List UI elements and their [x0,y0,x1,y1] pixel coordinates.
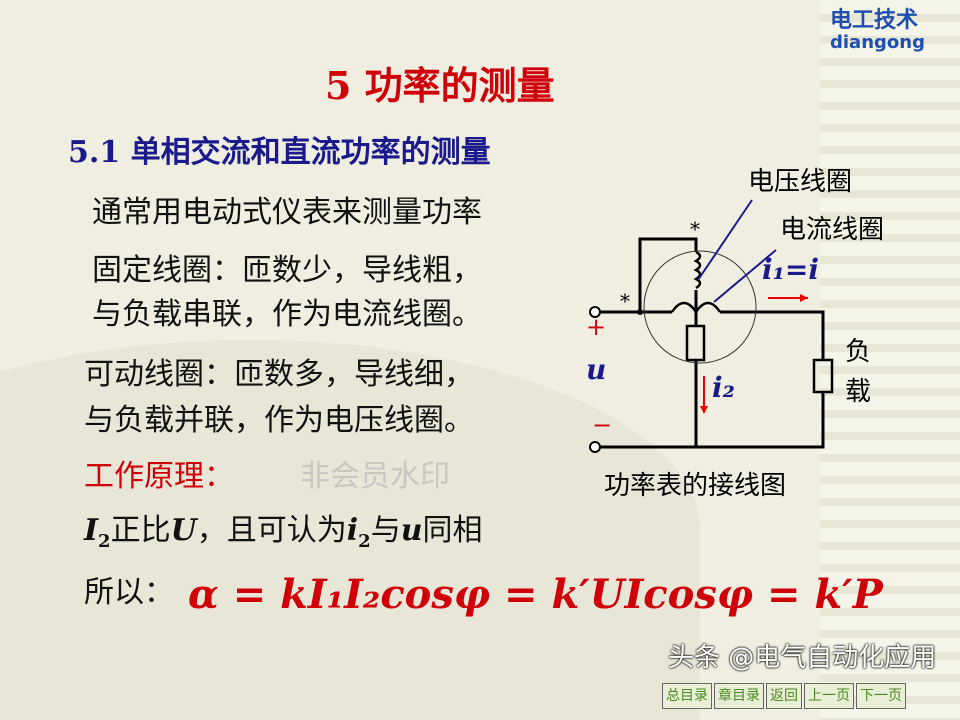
background-stripes [820,0,960,720]
arrow-i2-head [700,406,708,414]
voltage-resistor [685,324,706,362]
logo-cn: 电工技术 [830,8,919,33]
label-u: u [586,353,607,386]
label-current-coil: 电流线圈 [780,215,885,245]
logo-en: diangong [830,32,925,54]
nav-next[interactable]: 下一页 [856,683,906,710]
nav-bar: 总目录 章目录 返回 上一页 下一页 [662,683,906,710]
voltage-coil [693,250,702,290]
label-i2: i₂ [712,371,735,404]
voltage-pointer [697,199,753,281]
arrow-i1-head [800,294,808,302]
principle-text: I2正比U，且可认为i2与u同相 [84,513,483,552]
diagram-caption: 功率表的接线图 [604,471,787,501]
terminal-minus[interactable] [589,441,601,453]
watermark-faint: 非会员水印 [300,459,450,494]
background-swoosh [0,340,700,720]
page-title: 5 功率的测量 [325,63,555,108]
label-i1: i₁=i [762,253,819,286]
nav-prev[interactable]: 上一页 [804,683,854,710]
so-label: 所以： [84,575,174,610]
star-mark: * [620,289,630,313]
label-plus: + [586,313,607,341]
section-title: 5.1 单相交流和直流功率的测量 [68,135,491,170]
text-line: 可动线圈：匝数多，导线细， [84,357,474,392]
text-line: 与负载并联，作为电压线圈。 [84,403,474,438]
nav-chapter[interactable]: 章目录 [714,683,764,710]
nav-toc[interactable]: 总目录 [662,683,712,710]
text-line: 固定线圈：匝数少，导线粗， [92,253,482,288]
meter-circle [643,250,757,364]
label-voltage-coil: 电压线圈 [748,167,853,197]
watermark: 头条 @电气自动化应用 [668,643,937,673]
text-line: 与负载串联，作为电流线圈。 [92,297,482,332]
principle-label: 工作原理： [84,459,234,494]
current-coil [670,301,722,315]
load-resistor [812,358,834,394]
formula: α = kI₁I₂cosφ = k′UIcosφ = k′P [188,571,883,618]
wire [600,310,825,449]
nav-back[interactable]: 返回 [766,683,802,710]
junction [637,309,643,315]
current-pointer [713,249,777,303]
terminal-plus[interactable] [589,306,601,318]
label-minus: − [592,411,613,439]
star-mark: * [690,217,700,241]
label-load: 负载 [845,337,872,407]
text-line: 通常用电动式仪表来测量功率 [92,195,482,230]
wire [638,237,698,447]
